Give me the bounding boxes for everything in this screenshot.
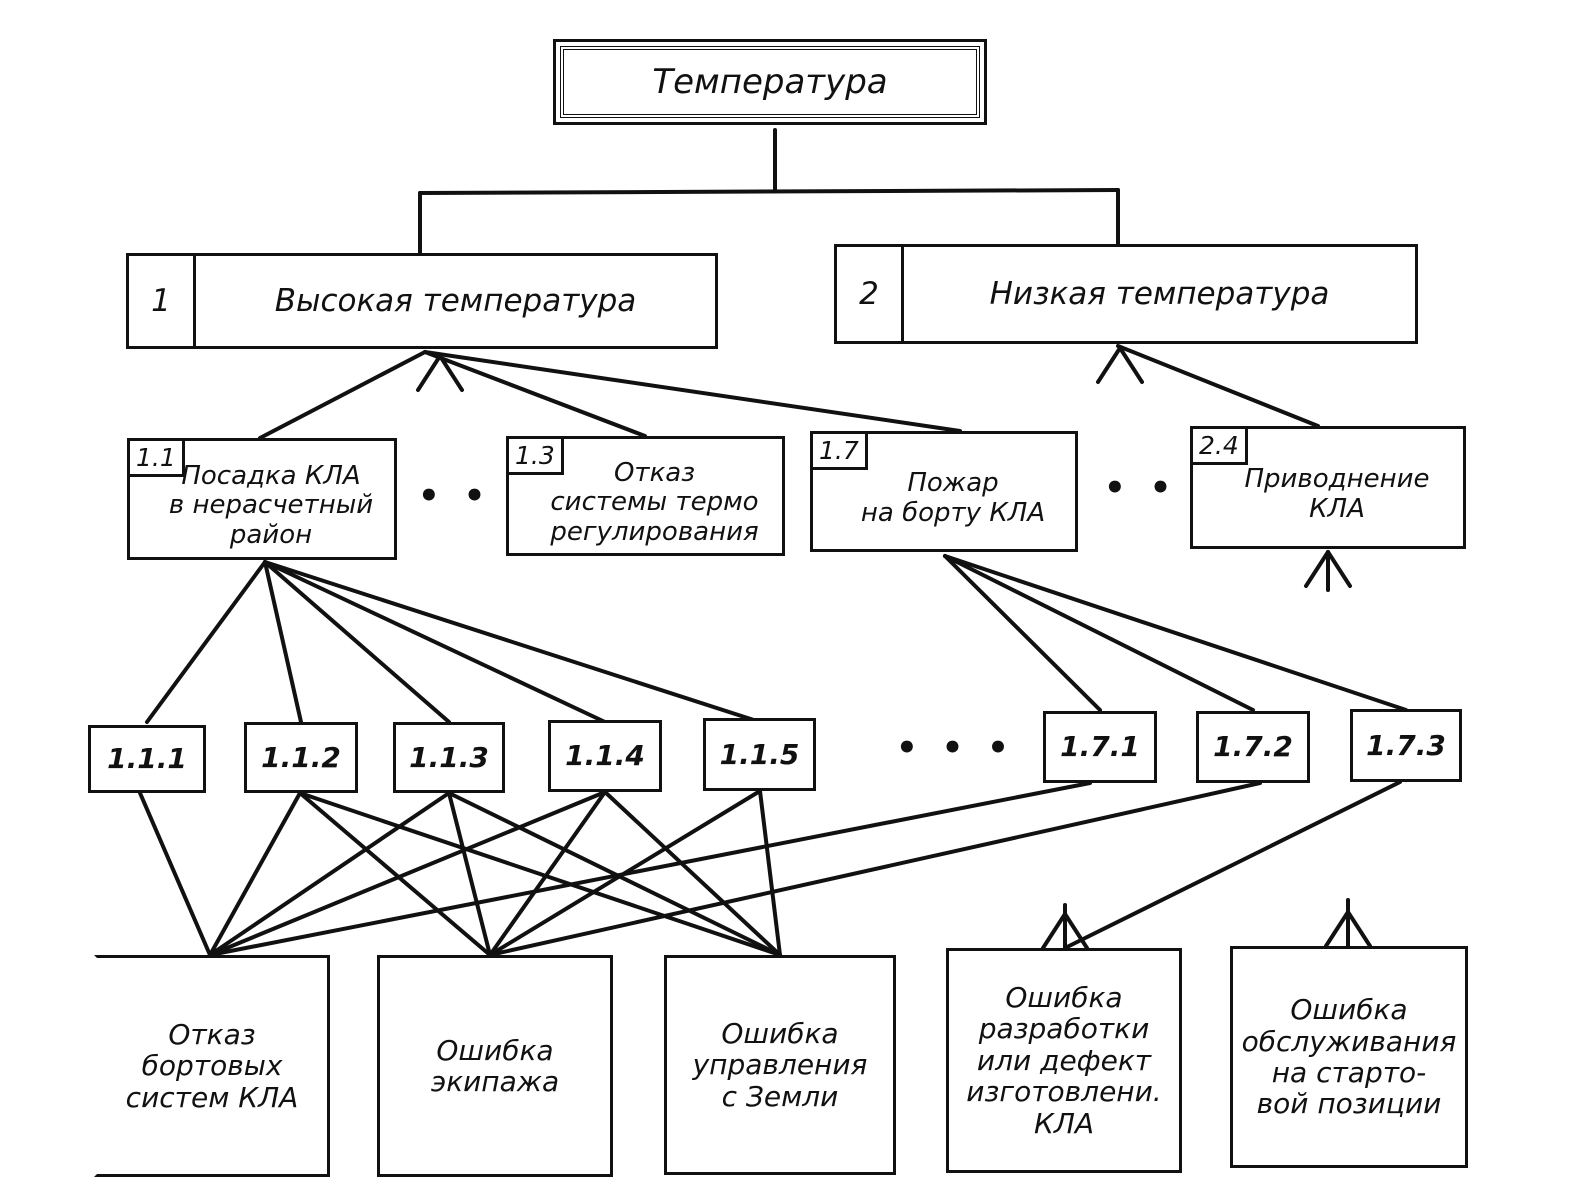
node-1-7-2: 1.7.2 (1196, 711, 1310, 783)
cause-design-or-manufacturing-defect: Ошибка разработки или дефект изготовлени… (946, 948, 1182, 1173)
node-1-1-3: 1.1.3 (393, 722, 505, 793)
connector-line (208, 790, 607, 957)
node-label: Пожар на борту КЛА (860, 468, 1046, 528)
arrowhead (438, 354, 464, 392)
connector-line (943, 554, 1255, 712)
node-1-1-4: 1.1.4 (548, 720, 662, 792)
node-number: 1.1.2 (261, 740, 341, 774)
connector-line (1063, 780, 1402, 950)
connector-line (263, 560, 607, 724)
node-2-low-temperature: 2 Низкая температура (834, 244, 1418, 344)
node-number: 1.1.5 (719, 737, 800, 771)
node-label: Высокая температура (274, 282, 637, 319)
arrowhead (1063, 912, 1089, 950)
connector-line (1116, 344, 1320, 428)
connector-line (943, 554, 1102, 712)
node-label: Низкая температура (989, 275, 1330, 312)
arrowhead (1326, 550, 1352, 588)
connector-line (208, 791, 451, 957)
node-number: 1.1.3 (409, 740, 489, 774)
connector-line (263, 560, 303, 724)
fork-line (418, 188, 1120, 195)
cause-crew-error: Ошибка экипажа (377, 955, 613, 1177)
node-1-1: 1.1 Посадка КЛА в нерасчетный район (127, 438, 397, 560)
root-label: Температура (652, 61, 888, 102)
root-node: Температура (553, 39, 987, 125)
node-number: 2 (837, 247, 904, 341)
node-1-7-3: 1.7.3 (1350, 709, 1462, 782)
cause-label: Ошибка обслуживания на старто- вой позиц… (1241, 993, 1457, 1121)
ellipsis: • • • (896, 728, 1015, 768)
arrowhead (1118, 346, 1144, 384)
connector-line (138, 791, 212, 957)
connector-line (423, 350, 962, 433)
connector-line (263, 560, 762, 724)
arrowhead (1304, 550, 1330, 588)
arrowhead (1346, 910, 1372, 948)
connector-line (488, 781, 1262, 957)
cause-label: Отказ бортовых систем КЛА (125, 1017, 299, 1114)
node-1-1-2: 1.1.2 (244, 722, 358, 793)
connector-line (447, 791, 492, 957)
node-label: Отказ системы термо регулирования (550, 458, 759, 547)
cause-label: Ошибка экипажа (430, 1033, 560, 1098)
node-number: 2.4 (1193, 429, 1248, 465)
connector-line (208, 781, 1092, 957)
connector-line (758, 789, 782, 957)
connector-line (603, 790, 782, 957)
node-label: Посадка КЛА в нерасчетный район (168, 461, 374, 550)
node-1-3: 1.3 Отказ системы термо регулирования (506, 436, 785, 556)
node-number: 1.1.1 (107, 742, 187, 776)
cause-label: Ошибка разработки или дефект изготовлени… (966, 981, 1162, 1140)
arrowhead (1324, 910, 1350, 948)
node-number: 1.7.1 (1060, 730, 1140, 764)
node-number: 1 (129, 256, 196, 346)
node-number: 1.7.2 (1213, 730, 1293, 764)
connector-line (145, 560, 267, 724)
connector-line (488, 790, 607, 957)
arrowhead (1096, 346, 1122, 384)
node-number: 1.7.3 (1366, 728, 1446, 762)
node-1-7-1: 1.7.1 (1043, 711, 1157, 783)
arrowhead (416, 354, 442, 392)
node-number: 1.3 (509, 439, 564, 475)
node-1-1-1: 1.1.1 (88, 725, 206, 793)
connector-line (423, 350, 647, 438)
cause-launch-site-servicing-error: Ошибка обслуживания на старто- вой позиц… (1230, 946, 1468, 1168)
node-number: 1.7 (813, 434, 868, 470)
connector-line (298, 791, 492, 957)
node-1-high-temperature: 1 Высокая температура (126, 253, 718, 349)
connector-line (263, 560, 451, 724)
connector-line (258, 350, 427, 440)
connector-line (943, 554, 1408, 712)
node-1-1-5: 1.1.5 (703, 718, 816, 791)
node-number: 1.1.4 (565, 739, 645, 773)
node-number: 1.1 (130, 441, 185, 477)
node-1-7: 1.7 Пожар на борту КЛА (810, 431, 1078, 552)
connector-line (208, 791, 302, 957)
cause-ground-control-error: Ошибка управления с Земли (664, 955, 896, 1175)
cause-label: Ошибка управления с Земли (692, 1016, 868, 1113)
arrowhead (1041, 912, 1067, 950)
cause-onboard-systems-failure: Отказ бортовых систем КЛА (94, 955, 330, 1177)
node-2-4: 2.4 Приводнение КЛА (1190, 426, 1466, 549)
node-label: Приводнение КЛА (1244, 464, 1430, 524)
connector-line (298, 791, 782, 957)
